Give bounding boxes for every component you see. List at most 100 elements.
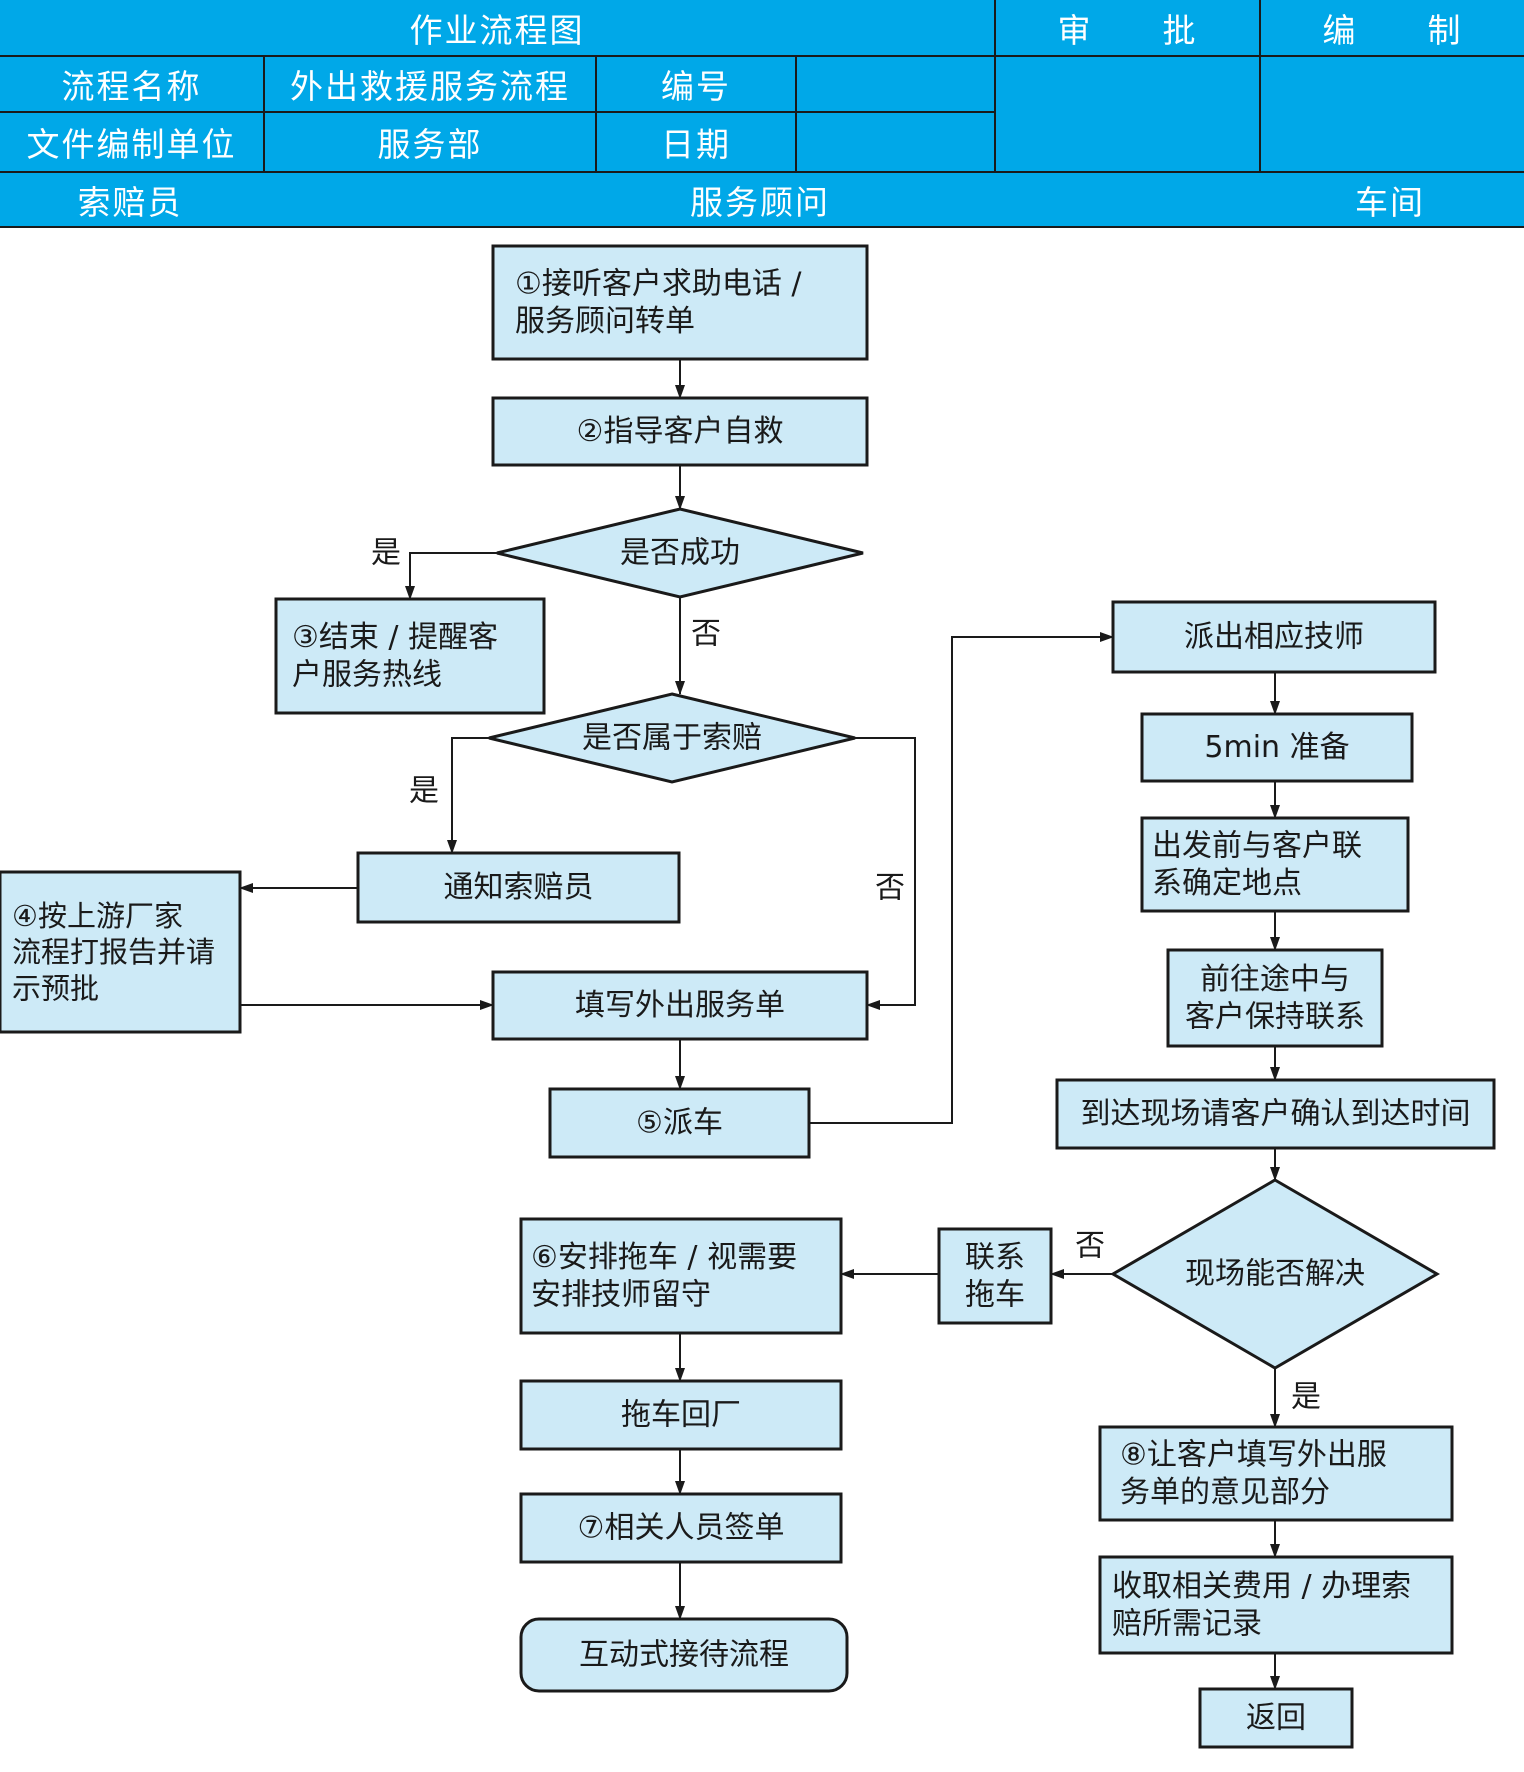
node-label: 拖车回厂 <box>621 1398 741 1433</box>
node-label: 现场能否解决 <box>1185 1257 1365 1292</box>
process-shape <box>1140 816 1410 913</box>
node-label: 填写外出服务单 <box>575 988 785 1023</box>
node-label: ②指导客户自救 <box>577 414 784 449</box>
node-label: ⑧让客户填写外出服 <box>1120 1437 1387 1472</box>
node-n7: ⑦相关人员签单 <box>519 1492 843 1564</box>
node-label: ④按上游厂家 <box>12 899 183 933</box>
node-label: 到达现场请客户确认到达时间 <box>1081 1097 1471 1132</box>
node-label: 户服务热线 <box>292 657 442 692</box>
flow-arrow <box>447 737 489 854</box>
node-label: ⑤派车 <box>636 1106 723 1141</box>
process-shape <box>274 597 546 715</box>
compile-cell <box>1261 57 1524 173</box>
process-shape <box>1166 948 1384 1048</box>
node-label: ①接听客户求助电话 / <box>515 266 802 301</box>
process-shape <box>1098 1555 1454 1655</box>
node-label: 出发前与客户联 <box>1152 828 1362 863</box>
edge-label-d2-no: 否 <box>875 871 905 906</box>
approve-cell <box>996 57 1261 173</box>
node-label: 通知索赔员 <box>444 870 594 905</box>
process-shape <box>1055 1078 1496 1150</box>
node-notify: 通知索赔员 <box>356 851 681 924</box>
node-label: 服务顾问转单 <box>515 304 695 339</box>
node-label: ③结束 / 提醒客 <box>292 620 498 655</box>
node-label: 务单的意见部分 <box>1120 1475 1330 1510</box>
process-name-value: 外出救援服务流程 <box>265 57 597 113</box>
process-shape <box>0 870 242 1034</box>
node-label: 安排技师留守 <box>531 1277 711 1312</box>
node-d1: 是否成功 <box>496 507 864 599</box>
decision-shape <box>496 507 864 599</box>
process-shape <box>519 1379 843 1451</box>
node-label: ⑦相关人员签单 <box>578 1511 785 1546</box>
date-value <box>797 113 996 173</box>
process-shape <box>1198 1687 1354 1749</box>
node-label: 拖车 <box>965 1277 1025 1312</box>
process-shape <box>548 1087 811 1159</box>
process-shape <box>937 1227 1053 1325</box>
node-label: 派出相应技师 <box>1184 620 1364 655</box>
lane-header: 索赔员 服务顾问 车间 <box>0 173 1524 228</box>
node-prep: 5min 准备 <box>1140 712 1414 783</box>
node-label: 5min 准备 <box>1204 730 1349 765</box>
edge-label-d3-yes: 是 <box>1291 1380 1321 1415</box>
process-shape <box>1140 712 1414 783</box>
decision-shape <box>1110 1178 1440 1370</box>
node-label: 赔所需记录 <box>1112 1606 1262 1641</box>
compile-header: 编 制 <box>1261 0 1524 57</box>
decision-shape <box>488 692 856 784</box>
node-label: 系确定地点 <box>1152 866 1302 901</box>
unit-value: 服务部 <box>265 113 597 173</box>
header-table: 作业流程图 审 批 编 制 流程名称 外出救援服务流程 编号 文件编制单位 服务… <box>0 0 1524 228</box>
edge-label-d1-no: 否 <box>691 617 721 652</box>
process-shape <box>519 1217 843 1335</box>
flow-arrow <box>405 552 497 600</box>
node-d3: 现场能否解决 <box>1110 1178 1440 1370</box>
process-name-label: 流程名称 <box>0 57 265 113</box>
unit-label: 文件编制单位 <box>0 113 265 173</box>
date-label: 日期 <box>597 113 797 173</box>
process-shape <box>491 970 869 1041</box>
node-label: 互动式接待流程 <box>579 1638 789 1673</box>
edge-label-d3-no: 否 <box>1075 1229 1105 1264</box>
node-n2: ②指导客户自救 <box>491 396 869 467</box>
node-label: 是否成功 <box>620 536 740 571</box>
process-shape <box>491 396 869 467</box>
lane-left: 索赔员 <box>77 182 183 222</box>
process-shape <box>356 851 681 924</box>
node-interactive: 互动式接待流程 <box>519 1617 849 1693</box>
number-value <box>797 57 996 113</box>
process-shape <box>491 244 869 361</box>
node-tow-back: 拖车回厂 <box>519 1379 843 1451</box>
node-n1: ①接听客户求助电话 /服务顾问转单 <box>491 244 869 361</box>
node-label: ⑥安排拖车 / 视需要 <box>531 1240 797 1275</box>
process-shape <box>519 1492 843 1564</box>
lane-center: 服务顾问 <box>690 182 830 222</box>
process-shape <box>1098 1425 1454 1522</box>
approve-header: 审 批 <box>996 0 1261 57</box>
edge-label-d2-yes: 是 <box>409 774 439 809</box>
node-label: 是否属于索赔 <box>582 721 762 756</box>
node-fill: 填写外出服务单 <box>491 970 869 1041</box>
node-label: 返回 <box>1246 1701 1306 1736</box>
node-label: 联系 <box>965 1240 1025 1275</box>
flow-arrow <box>809 632 1114 1124</box>
process-shape <box>1111 600 1437 674</box>
node-label: 前往途中与 <box>1200 962 1350 997</box>
node-d2: 是否属于索赔 <box>488 692 856 784</box>
node-label: 收取相关费用 / 办理索 <box>1112 1569 1411 1604</box>
chart-title: 作业流程图 <box>0 0 996 57</box>
number-label: 编号 <box>597 57 797 113</box>
node-n5: ⑤派车 <box>548 1087 811 1159</box>
flow-arrow <box>855 737 916 1010</box>
lane-right: 车间 <box>1355 182 1425 222</box>
node-dispatch: 派出相应技师 <box>1111 600 1437 674</box>
node-back: 返回 <box>1198 1687 1354 1749</box>
